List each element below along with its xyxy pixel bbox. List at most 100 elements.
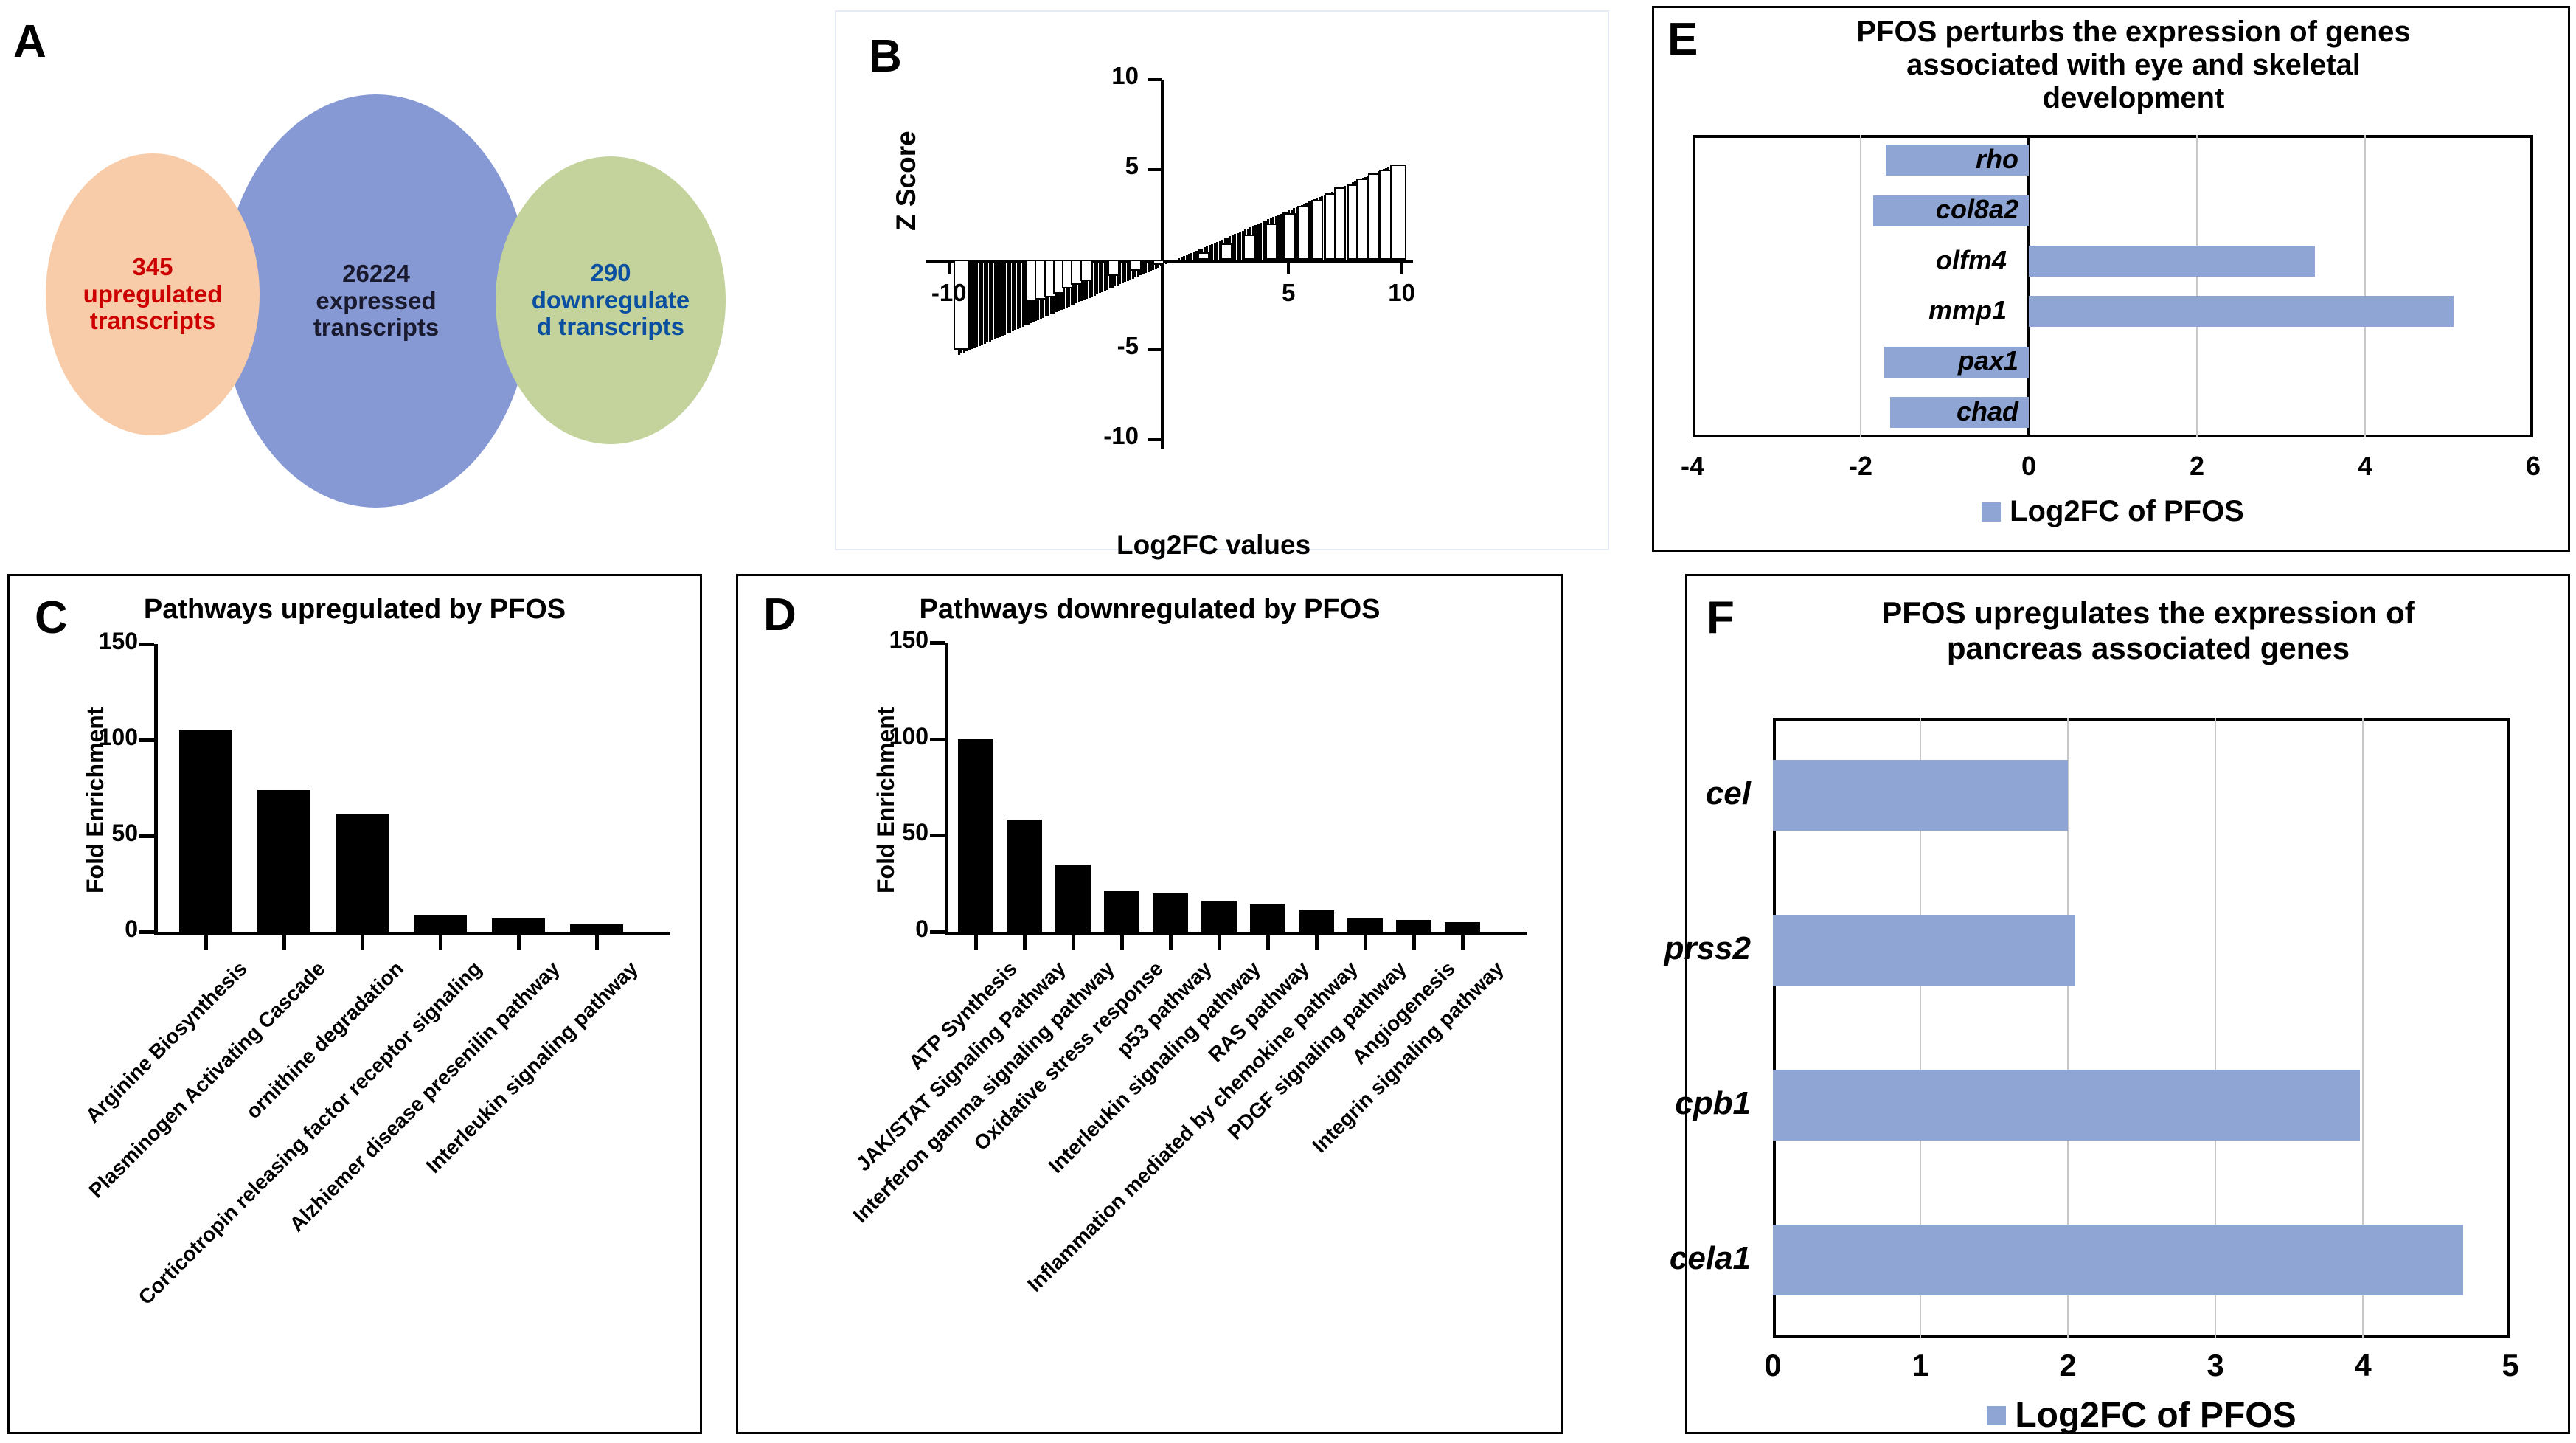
zscore-bar-fill — [1164, 260, 1167, 265]
fold-enrichment-x-axis — [945, 932, 1527, 935]
zscore-bar-fill — [1234, 234, 1237, 260]
title-line: development — [2042, 81, 2225, 114]
log2fc-gene-label: pax1 — [1957, 345, 2018, 376]
log2fc-gridline — [1920, 718, 1921, 1338]
fold-enrichment-bar — [1299, 910, 1334, 932]
fold-enrichment-bar — [257, 789, 310, 932]
log2fc-bar — [2029, 296, 2454, 328]
zscore-bar-fill — [1147, 260, 1150, 272]
log2fc-zero-line — [2027, 135, 2030, 437]
zscore-bar-fill — [1183, 256, 1186, 260]
zscore-x-tick-label: 10 — [1388, 279, 1415, 306]
zscore-bar-fill — [1126, 260, 1129, 281]
zscore-bar-fill — [981, 260, 984, 345]
fold-enrichment-y-tick-label: 150 — [889, 626, 928, 653]
fold-enrichment-x-axis — [154, 932, 670, 935]
zscore-y-axis-label: Z Score — [891, 131, 921, 231]
fold-enrichment-x-tick — [282, 935, 286, 950]
zscore-bar-fill — [996, 260, 999, 339]
zscore-bar-fill — [1295, 207, 1298, 260]
zscore-bar-fill — [1178, 258, 1181, 260]
log2fc-gene-label: col8a2 — [1935, 194, 2018, 225]
zscore-x-axis-label: Log2FC values — [1117, 530, 1311, 560]
zscore-bar-fill — [1145, 260, 1148, 274]
fold-enrichment-bar — [414, 914, 467, 932]
fold-enrichment-y-tick-label: 0 — [125, 916, 138, 942]
title-line: PFOS perturbs the expression of genes — [1856, 15, 2411, 48]
fold-enrichment-y-axis — [154, 644, 158, 932]
venn-expressed-line2: transcripts — [313, 314, 440, 342]
fold-enrichment-bar — [1396, 920, 1431, 932]
zscore-bar-fill — [991, 260, 994, 341]
fold-enrichment-y-tick-label: 100 — [98, 724, 138, 750]
fold-enrichment-bar — [1153, 893, 1188, 932]
zscore-bar — [1080, 260, 1092, 282]
zscore-bar — [1266, 224, 1278, 260]
venn-circle-upregulated: 345 upregulated transcripts — [46, 153, 260, 435]
panel-c-letter: C — [35, 592, 68, 643]
log2fc-gridline — [2364, 135, 2366, 437]
zscore-bar-fill — [973, 260, 976, 348]
fold-enrichment-x-tick — [1266, 935, 1270, 950]
fold-enrichment-bar — [1007, 820, 1042, 932]
venn-circle-expressed: 26224 expressed transcripts — [221, 94, 531, 508]
zscore-bar-fill — [1308, 201, 1310, 260]
venn-downregulated-line1: downregulate — [531, 286, 690, 314]
fold-enrichment-x-tick — [1120, 935, 1124, 950]
fold-enrichment-bar — [958, 738, 993, 932]
fold-enrichment-bar — [336, 814, 389, 932]
zscore-bar-fill — [1093, 260, 1096, 296]
log2fc-legend-swatch — [1987, 1405, 2007, 1425]
fold-enrichment-x-tick — [974, 935, 978, 950]
zscore-bar-fill — [1019, 260, 1022, 328]
zscore-y-tick — [1148, 168, 1162, 171]
fold-enrichment-category-label: RAS pathway — [1204, 957, 1313, 1067]
venn-upregulated-line1: upregulated — [83, 280, 223, 308]
fold-enrichment-x-tick — [1412, 935, 1416, 950]
title-line: pancreas associated genes — [1946, 631, 2350, 666]
log2fc-bar — [1889, 396, 2029, 428]
zscore-y-tick — [1148, 438, 1162, 441]
log2fc-legend-swatch — [1982, 502, 2002, 522]
zscore-bar-fill — [1218, 240, 1221, 260]
zscore-bar-fill — [1170, 260, 1173, 263]
log2fc-gene-label: chad — [1956, 395, 2018, 426]
venn-downregulated-count: 290 — [590, 258, 631, 286]
zscore-bar-fill — [1195, 250, 1198, 260]
fold-enrichment-x-tick — [1461, 935, 1465, 950]
log2fc-x-tick-label: 2 — [2189, 451, 2205, 481]
zscore-bar-fill — [1241, 230, 1244, 260]
zscore-bar-fill — [976, 260, 979, 347]
panel-a-letter: A — [13, 16, 46, 67]
zscore-bar-fill — [1119, 260, 1122, 285]
zscore-bar-fill — [1024, 260, 1027, 326]
zscore-bar-fill — [1021, 260, 1024, 327]
zscore-bar — [953, 260, 970, 350]
zscore-bar-fill — [1260, 222, 1263, 260]
zscore-bar-fill — [1192, 252, 1195, 260]
zscore-bar — [1198, 252, 1210, 260]
zscore-x-tick-label: -10 — [931, 279, 967, 306]
zscore-bar-fill — [1211, 243, 1214, 260]
panel-c-upregulated-pathways: C Pathways upregulated by PFOS Fold Enri… — [7, 574, 702, 1434]
fold-enrichment-x-tick — [204, 935, 208, 950]
zscore-bar-fill — [1096, 260, 1099, 294]
zscore-bar-fill — [1016, 260, 1019, 329]
log2fc-gene-label: cela1 — [1669, 1239, 1751, 1276]
title-line: associated with eye and skeletal — [1906, 48, 2361, 81]
log2fc-legend-label: Log2FC of PFOS — [2015, 1396, 2296, 1435]
fold-enrichment-x-tick — [439, 935, 442, 950]
zscore-bars — [926, 80, 1413, 449]
zscore-bar — [1297, 205, 1310, 260]
log2fc-x-tick-label: 1 — [1912, 1348, 1929, 1383]
fold-enrichment-y-tick — [139, 834, 154, 838]
fold-enrichment-x-tick — [517, 935, 521, 950]
log2fc-gridline — [1860, 135, 1861, 437]
zscore-bar-fill — [1257, 224, 1260, 260]
log2fc-legend-label: Log2FC of PFOS — [2010, 495, 2244, 527]
panel-d-downregulated-pathways: D Pathways downregulated by PFOS Fold En… — [736, 574, 1563, 1434]
